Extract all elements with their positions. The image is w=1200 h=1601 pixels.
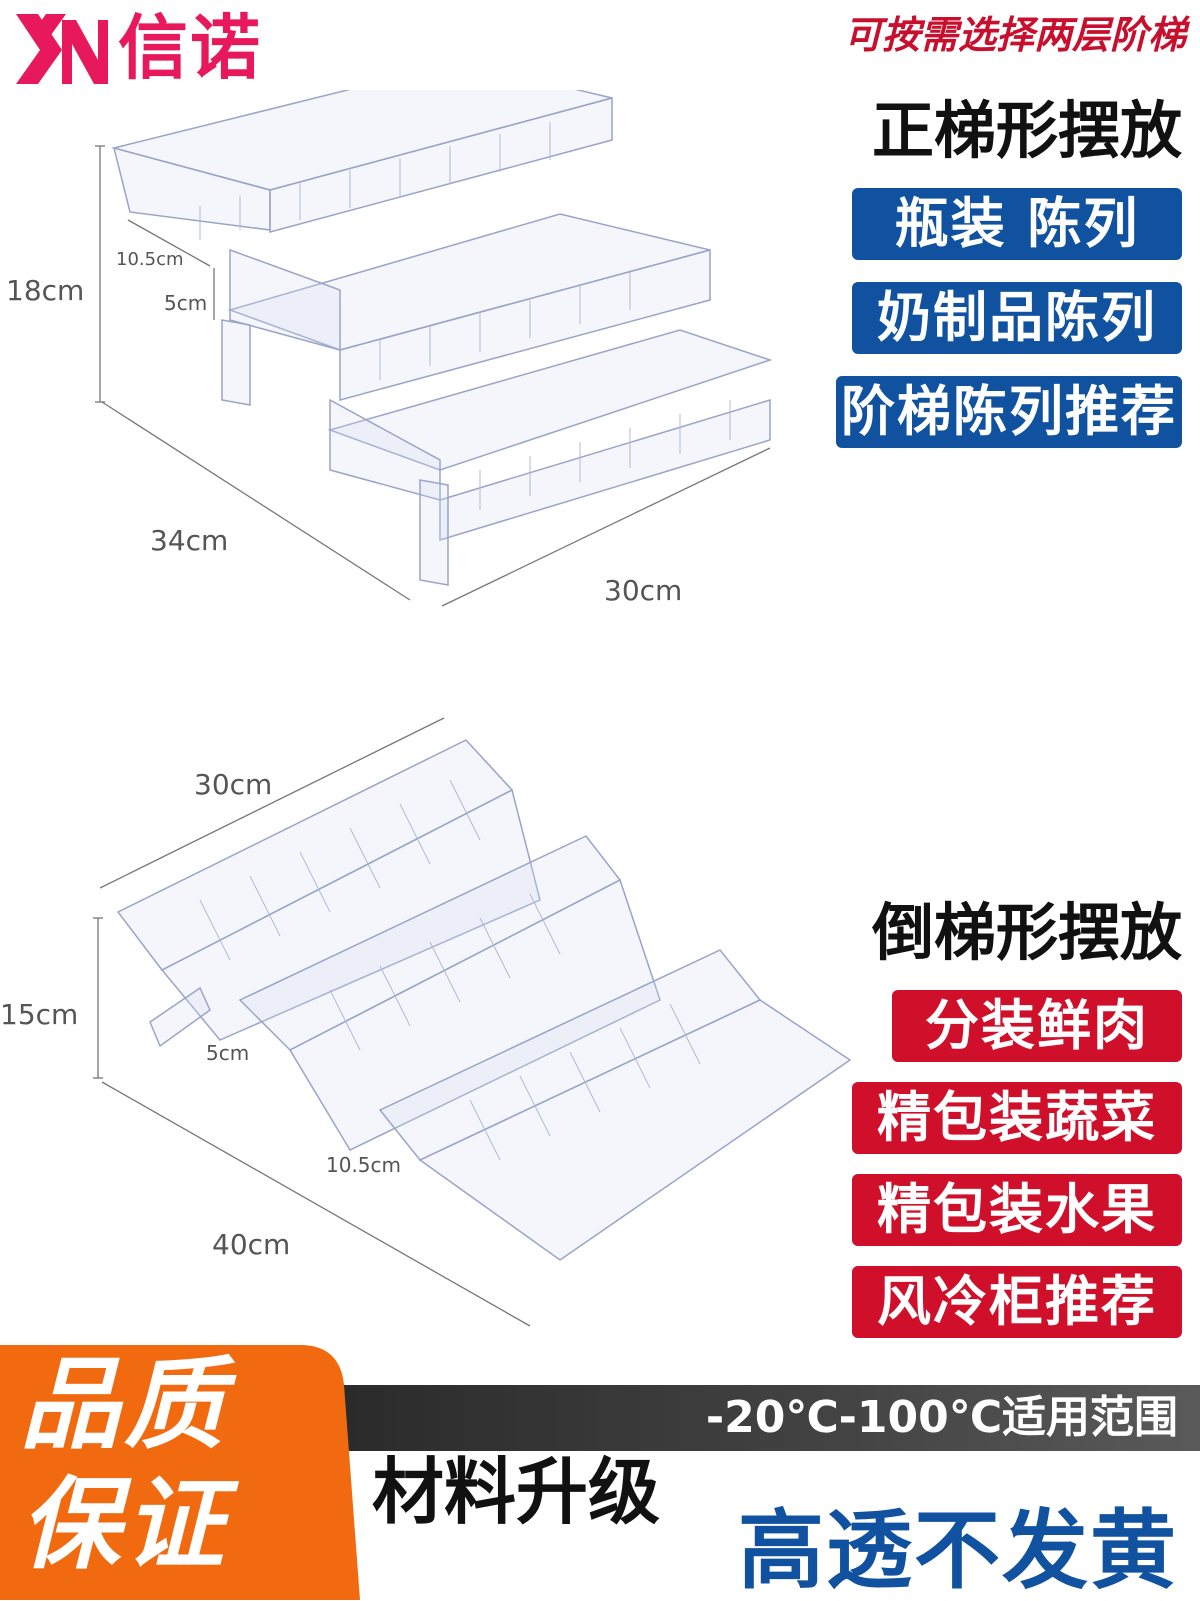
upright-dim-depth: 34cm <box>150 524 228 557</box>
inverted-dim-height: 15cm <box>0 998 78 1031</box>
upright-tag-bottled: 瓶装 陈列 <box>852 188 1182 260</box>
temperature-banner <box>330 1385 1200 1451</box>
inverted-tag-vegetables: 精包装蔬菜 <box>852 1082 1182 1154</box>
inverted-tag-meat: 分装鲜肉 <box>892 990 1182 1062</box>
upright-dim-width: 30cm <box>604 574 682 607</box>
upright-dim-step: 10.5cm <box>116 249 184 270</box>
temperature-range: -20℃-100℃适用范围 <box>705 1392 1178 1443</box>
inverted-tag-cooler: 风冷柜推荐 <box>852 1266 1182 1338</box>
brand-logo-icon <box>16 14 108 84</box>
top-slogan: 可按需选择两层阶梯 <box>843 13 1186 57</box>
quality-text-line1: 品质 <box>20 1346 228 1463</box>
upright-title: 正梯形摆放 <box>871 94 1182 167</box>
inverted-dim-step: 10.5cm <box>326 1153 401 1177</box>
inverted-dim-gap: 5cm <box>206 1041 249 1065</box>
material-upgrade-text: 材料升级 <box>372 1450 661 1534</box>
inverted-stair-diagram: 30cm 15cm 5cm 10.5cm 40cm <box>0 717 852 1327</box>
inverted-title: 倒梯形摆放 <box>871 896 1182 969</box>
upright-stair-diagram: 18cm 10.5cm 5cm 34cm 30cm <box>6 90 773 607</box>
upright-tag-stair: 阶梯陈列推荐 <box>836 376 1182 448</box>
inverted-dim-depth: 40cm <box>212 1228 290 1261</box>
upright-tag-dairy: 奶制品陈列 <box>852 282 1182 354</box>
inverted-dim-width: 30cm <box>194 768 272 801</box>
inverted-tag-fruit: 精包装水果 <box>852 1174 1182 1246</box>
quality-text-line2: 保证 <box>20 1466 228 1583</box>
upright-dim-gap: 5cm <box>164 291 207 315</box>
clear-no-yellowing-text: 高透不发黄 <box>738 1501 1178 1601</box>
upright-dim-height: 18cm <box>6 274 84 307</box>
quality-badge-background <box>0 1345 360 1600</box>
brand-name: 信诺 <box>118 7 262 89</box>
